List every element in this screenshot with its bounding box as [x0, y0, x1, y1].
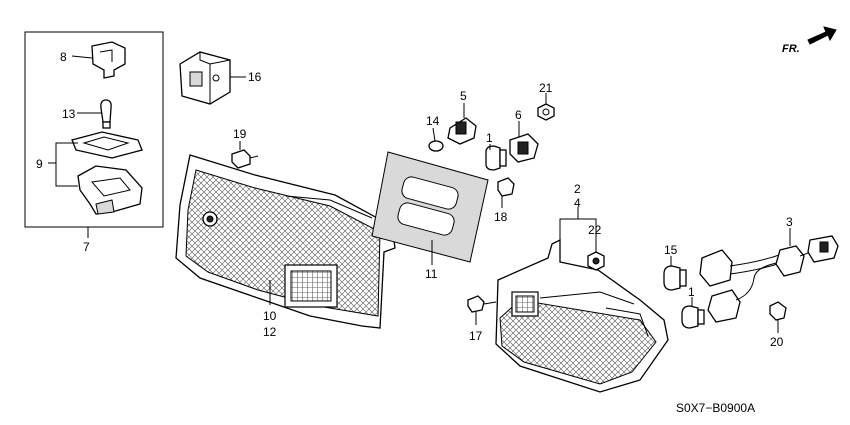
bulb-part-1-upper[interactable] — [485, 145, 507, 171]
label-5: 5 — [460, 89, 467, 103]
front-direction-arrow-icon — [807, 26, 837, 45]
bulb-part-13[interactable] — [100, 99, 112, 129]
nut-part-21[interactable] — [537, 103, 555, 121]
label-17: 17 — [469, 329, 483, 343]
socket-part-8[interactable] — [91, 41, 126, 79]
label-19: 19 — [233, 127, 247, 141]
label-22: 22 — [588, 223, 602, 237]
tail-lamp-part-2[interactable] — [495, 238, 669, 393]
label-20: 20 — [770, 335, 784, 349]
license-light-group-box — [24, 31, 164, 238]
grommet-part-19[interactable] — [231, 149, 259, 169]
label-6: 6 — [515, 108, 522, 122]
label-12: 12 — [263, 325, 277, 339]
nut-part-22[interactable] — [587, 251, 605, 271]
direction-label: FR. — [782, 43, 800, 55]
clip-part-18[interactable] — [497, 177, 515, 197]
diagram-code: S0X7−B0900A — [676, 401, 755, 415]
license-lens-part-9[interactable] — [71, 131, 143, 159]
bulb-part-15[interactable] — [663, 265, 687, 291]
module-part-16[interactable] — [179, 51, 231, 105]
label-1-upper: 1 — [486, 131, 493, 145]
label-13: 13 — [62, 107, 76, 121]
label-9: 9 — [36, 157, 43, 171]
wire-harness-part-3[interactable] — [699, 235, 839, 323]
label-8: 8 — [60, 50, 67, 64]
center-garnish-lamp-part-10[interactable] — [175, 154, 396, 329]
gasket-part-11[interactable] — [371, 151, 489, 263]
socket-part-6[interactable] — [509, 133, 539, 163]
label-4: 4 — [574, 196, 581, 210]
label-2: 2 — [574, 182, 581, 196]
label-1-lower: 1 — [688, 285, 695, 299]
label-11: 11 — [425, 267, 438, 281]
clip-part-20[interactable] — [769, 301, 787, 321]
label-3: 3 — [786, 215, 793, 229]
screw-part-17[interactable] — [467, 295, 497, 313]
bulb-part-1-lower[interactable] — [681, 305, 705, 329]
label-18: 18 — [494, 210, 508, 224]
license-housing-part-9[interactable] — [77, 165, 143, 215]
label-21: 21 — [539, 81, 553, 95]
label-16: 16 — [248, 70, 262, 84]
socket-part-5[interactable] — [447, 117, 477, 145]
label-14: 14 — [426, 114, 440, 128]
label-15: 15 — [664, 243, 678, 257]
label-7: 7 — [83, 240, 90, 254]
label-10: 10 — [263, 309, 277, 323]
bulb-part-14[interactable] — [428, 140, 444, 152]
